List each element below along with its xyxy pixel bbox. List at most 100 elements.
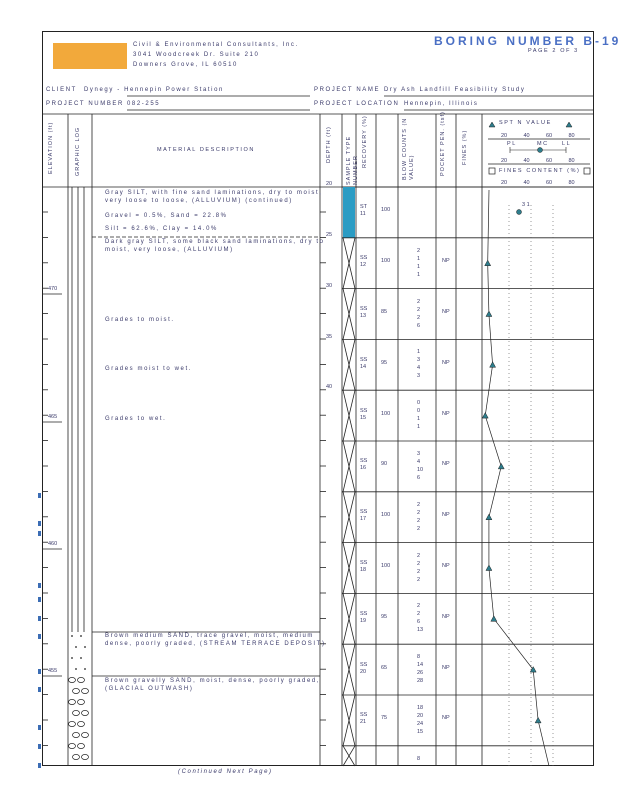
desc-line: Brown gravelly SAND, moist, dense, poorl…	[105, 678, 321, 684]
blow-count: 1	[417, 255, 421, 262]
pl-label: PL	[507, 141, 517, 147]
mc-label: MC	[537, 141, 549, 147]
sample-id-number: 18	[360, 567, 367, 573]
blow-count: 1	[417, 424, 421, 431]
blow-count: 1	[417, 263, 421, 270]
header-pocket-pen: POCKET PEN. (tsf)	[440, 111, 446, 176]
recovery-value: 95	[381, 359, 388, 366]
depth-label: 35	[326, 333, 333, 340]
desc-line: Silt = 62.6%, Clay = 14.0%	[105, 226, 218, 232]
sample-id-number: 14	[360, 363, 367, 370]
depth-label: 40	[326, 384, 333, 391]
sample-id: ST	[360, 204, 368, 211]
client-label: CLIENT	[46, 87, 77, 93]
blow-count: 1	[417, 416, 421, 423]
fines-value: NP	[442, 461, 450, 468]
fines-square-icon-right	[583, 167, 591, 175]
depth-label: 30	[326, 282, 333, 289]
blow-count: 3	[417, 451, 421, 457]
blow-count: 2	[417, 509, 421, 516]
header-blow-counts: BLOW COUNTS (N VALUE)	[402, 117, 415, 180]
blow-count: 2	[417, 603, 421, 610]
scale-tick-label: 40	[523, 133, 530, 139]
spt-point	[485, 513, 493, 520]
company-address-1: 3041 Woodcreek Dr. Suite 210	[133, 52, 260, 58]
client-value: Dynegy - Hennepin Power Station	[84, 87, 224, 93]
fines-content-label: FINES CONTENT (%)	[499, 168, 581, 174]
scale-tick-label: 40	[523, 158, 530, 164]
blow-count: 2	[417, 501, 421, 508]
desc-line: Grades moist to wet.	[105, 366, 193, 372]
split-spoon-sample-icon	[342, 593, 356, 645]
recovery-value: 65	[381, 664, 388, 671]
blow-count: 6	[417, 619, 421, 626]
sample-id: SS	[360, 560, 368, 566]
fines-square-icon	[488, 167, 496, 175]
fines-value: NP	[442, 410, 450, 417]
header-elevation: ELEVATION (ft)	[48, 121, 54, 174]
blow-count: 2	[417, 247, 421, 254]
blow-count: 18	[417, 705, 424, 711]
sample-id-number: 19	[360, 617, 367, 624]
blow-count: 1	[417, 349, 421, 356]
scale-tick-label: 40	[523, 180, 530, 186]
spt-triangle-icon-right	[565, 121, 573, 128]
elevation-label: 460	[48, 541, 58, 547]
header-depth: DEPTH (ft)	[326, 126, 332, 163]
project-location-label: PROJECT LOCATION	[314, 101, 400, 107]
blow-count: 2	[417, 552, 421, 559]
scale-tick-label: 60	[546, 158, 553, 164]
company-name: Civil & Environmental Consultants, Inc.	[133, 42, 299, 48]
sample-id-number: 16	[360, 465, 367, 472]
sample-id-number: 15	[360, 414, 367, 421]
scale-tick-label: 60	[546, 180, 553, 186]
blow-count: 0	[417, 400, 421, 407]
scale-tick-label: 60	[546, 133, 553, 139]
spt-point	[481, 412, 489, 419]
sample-id: SS	[360, 610, 368, 617]
split-spoon-sample-icon	[342, 694, 356, 746]
split-spoon-sample-icon	[342, 339, 356, 391]
scale-tick-label: 20	[501, 180, 508, 186]
scale-tick-label: 80	[568, 180, 575, 186]
scale-tick-label: 80	[568, 133, 575, 139]
sample-id: SS	[360, 661, 368, 668]
split-spoon-sample-icon	[342, 542, 356, 594]
sample-id: SS	[360, 306, 368, 312]
page-number: PAGE 2 OF 3	[528, 48, 579, 54]
split-spoon-sample-icon	[342, 491, 356, 543]
ll-label: LL	[562, 141, 572, 147]
blow-count: 2	[417, 525, 421, 532]
scale-tick-label: 20	[501, 133, 508, 139]
desc-line: Grades to wet.	[105, 416, 167, 422]
sample-id-number: 11	[360, 211, 366, 218]
fines-value: NP	[442, 664, 450, 671]
sample-id: SS	[360, 255, 368, 262]
blow-count: 6	[417, 322, 421, 329]
recovery-value: 100	[381, 410, 391, 417]
sample-id-number: 17	[360, 516, 367, 523]
desc-line: very loose to loose, (ALLUVIUM) (continu…	[105, 198, 293, 204]
spt-triangle-icon	[488, 121, 496, 128]
desc-line: Dark gray SILT, some black sand laminati…	[105, 239, 325, 245]
spt-point	[534, 716, 542, 724]
blow-count: 2	[417, 568, 421, 575]
elevation-label: 470	[48, 286, 58, 292]
company-logo	[53, 43, 127, 69]
recovery-value: 85	[381, 309, 388, 315]
recovery-value: 100	[381, 258, 391, 265]
desc-line: Brown medium SAND, trace gravel, moist, …	[105, 633, 314, 639]
spt-legend-label: SPT N VALUE	[499, 120, 552, 126]
blow-count: 8	[417, 654, 421, 661]
desc-line: dense, poorly graded, (STREAM TERRACE DE…	[105, 641, 326, 647]
blow-count: 6	[417, 475, 421, 481]
desc-line: Grades to moist.	[105, 317, 175, 323]
depth-label: 25	[326, 231, 333, 238]
blow-count: 2	[417, 314, 421, 321]
desc-line: (GLACIAL OUTWASH)	[105, 686, 194, 692]
blow-count: 4	[417, 459, 421, 465]
fines-value: NP	[442, 512, 450, 519]
spt-point	[529, 666, 537, 673]
blow-count: 15	[417, 729, 424, 735]
